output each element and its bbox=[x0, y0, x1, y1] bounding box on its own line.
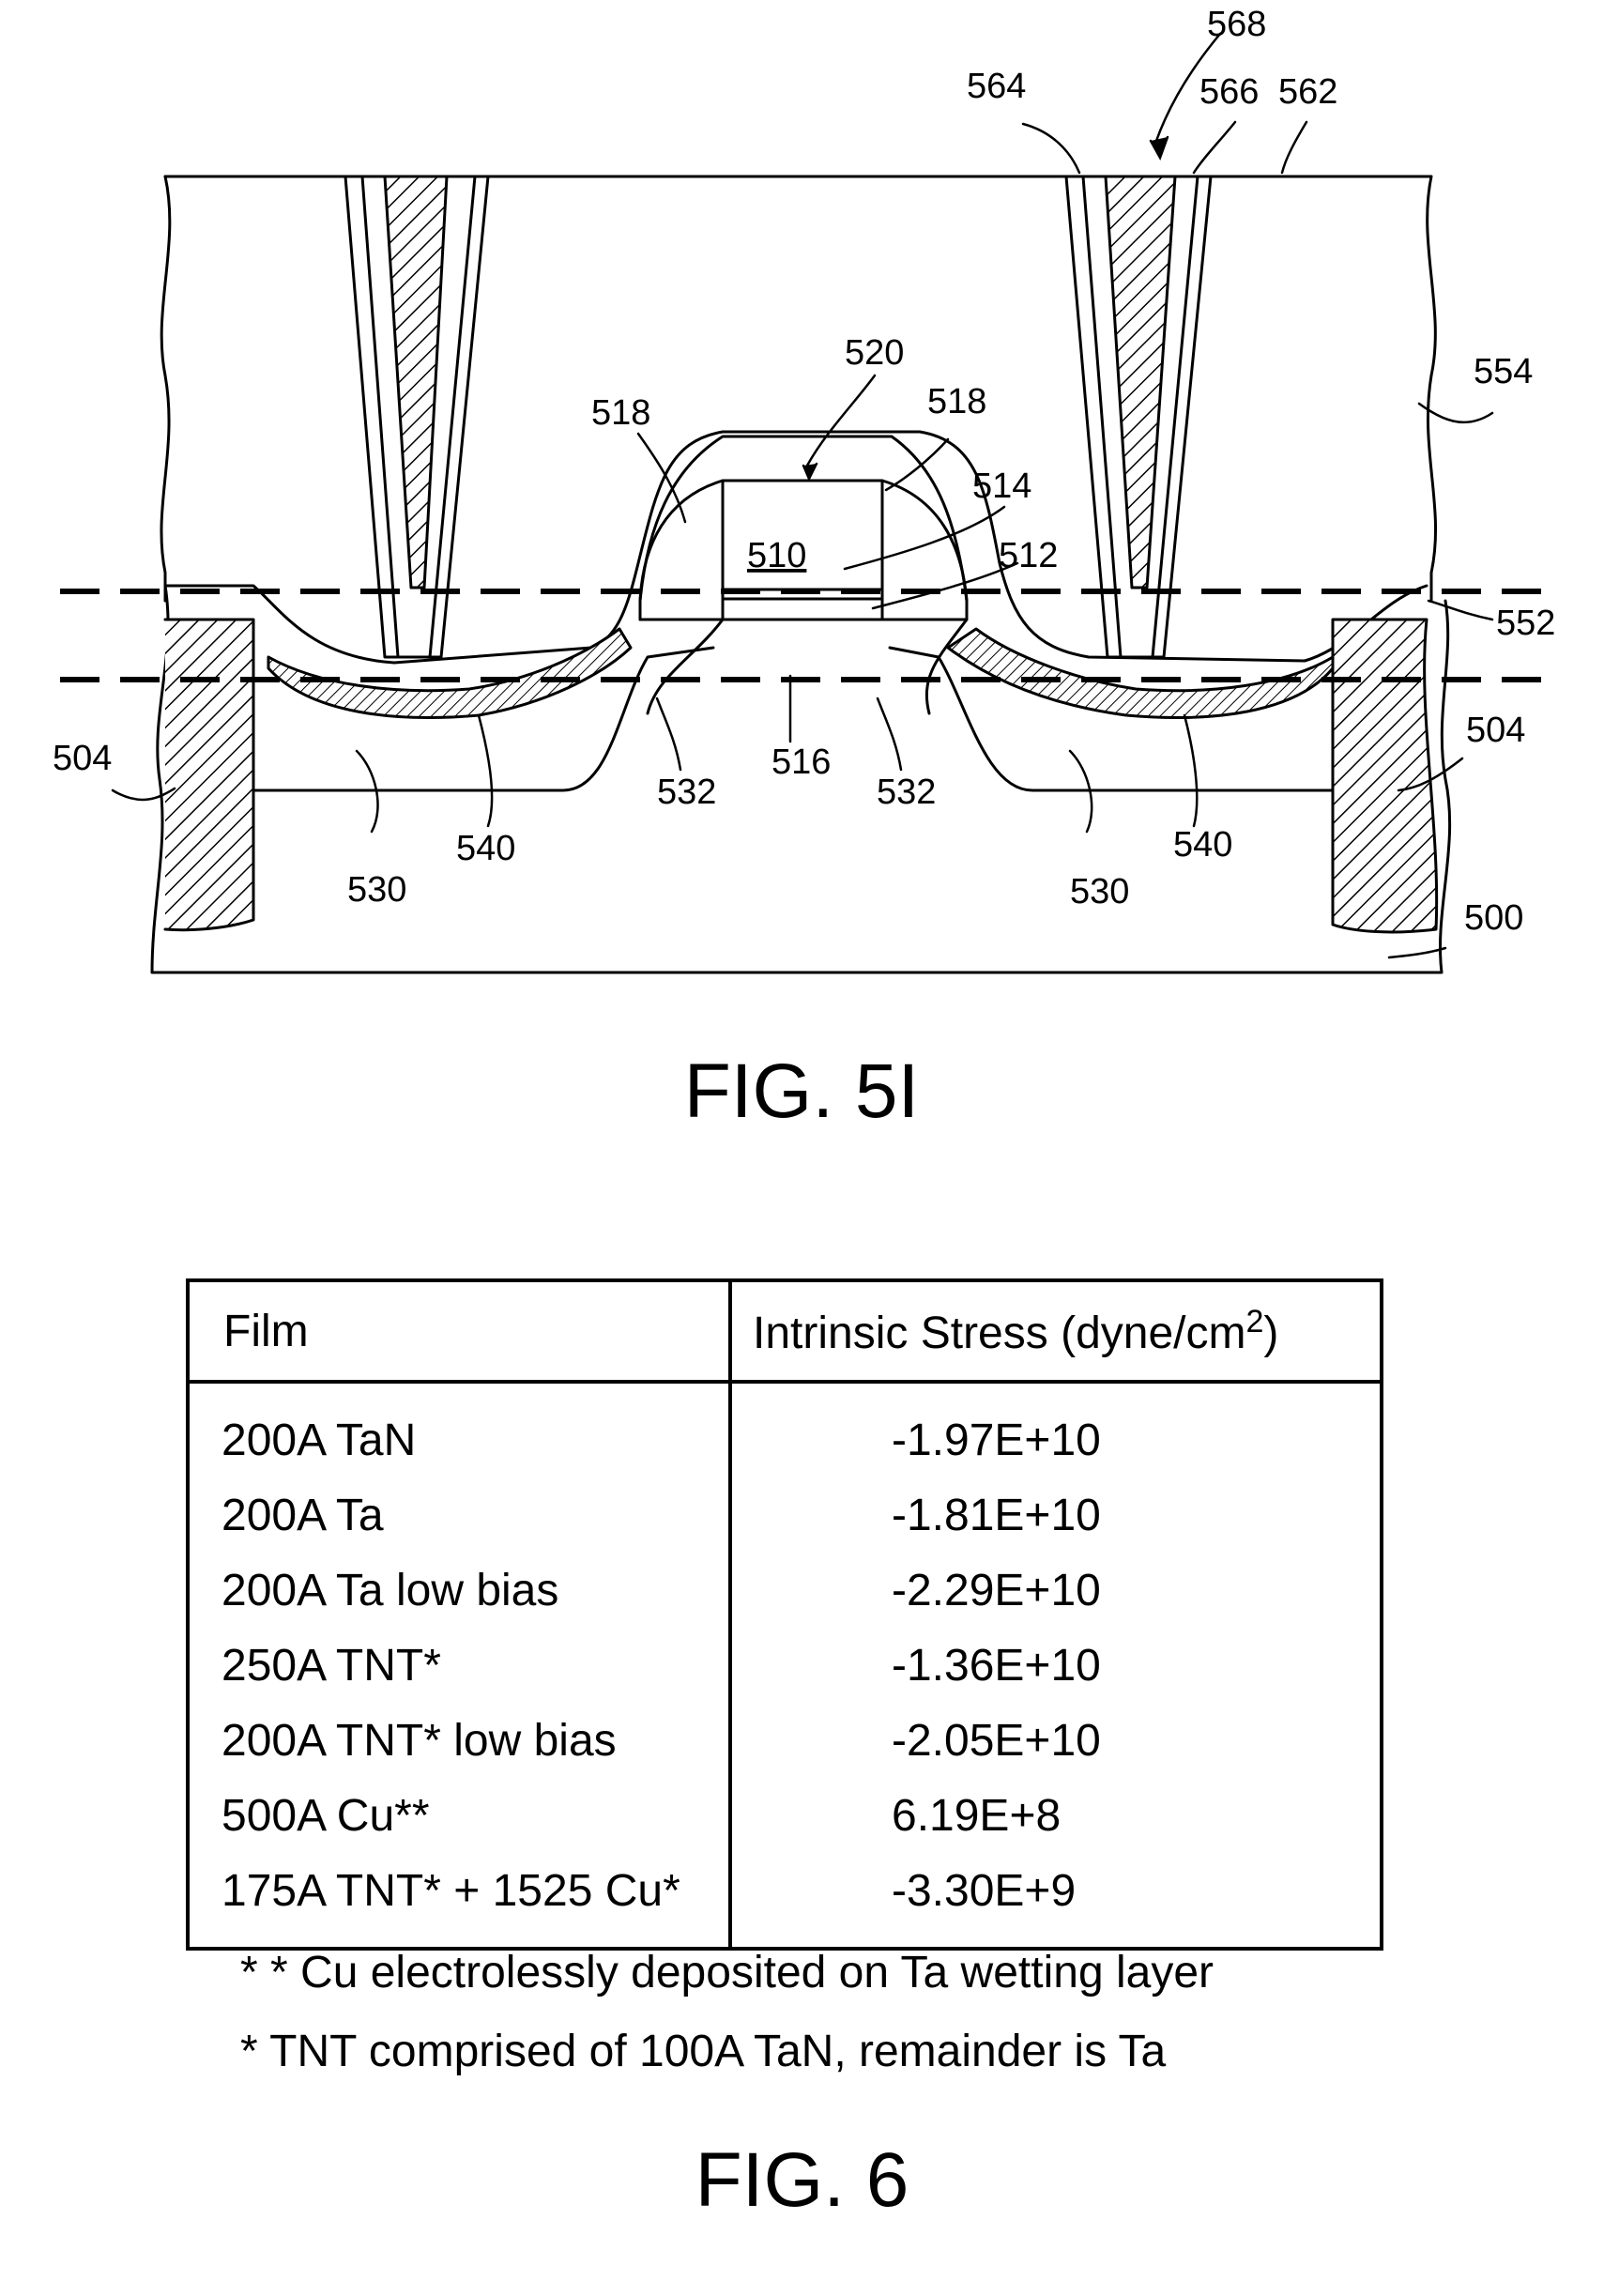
figure-6-caption: FIG. 6 bbox=[0, 2136, 1604, 2225]
table-row: 175A TNT* + 1525 Cu* -3.30E+9 bbox=[188, 1853, 1382, 1949]
figure-5i-caption: FIG. 5I bbox=[684, 1049, 920, 1134]
label-568: 568 bbox=[1207, 5, 1266, 44]
label-512: 512 bbox=[999, 536, 1058, 575]
label-504-right: 504 bbox=[1466, 711, 1525, 750]
figure-5i-cross-section: 568 564 566 562 554 520 518 518 514 510 … bbox=[0, 0, 1604, 1164]
table-row: 200A TNT* low bias -2.05E+10 bbox=[188, 1703, 1382, 1778]
sti-right bbox=[1333, 620, 1437, 932]
spacer-outer bbox=[640, 436, 967, 601]
header-stress-text: Intrinsic Stress (dyne/cm bbox=[753, 1309, 1245, 1358]
label-518-left: 518 bbox=[591, 393, 650, 433]
film-cell: 200A TNT* low bias bbox=[188, 1703, 730, 1778]
film-cell: 200A Ta low bias bbox=[188, 1553, 730, 1628]
header-intrinsic-stress: Intrinsic Stress (dyne/cm2) bbox=[730, 1280, 1382, 1382]
stress-cell: -3.30E+9 bbox=[730, 1853, 1382, 1949]
contact-right bbox=[1066, 176, 1211, 657]
table-row: 250A TNT* -1.36E+10 bbox=[188, 1628, 1382, 1703]
stress-cell: 6.19E+8 bbox=[730, 1778, 1382, 1853]
film-cell: 500A Cu** bbox=[188, 1778, 730, 1853]
table-header-row: Film Intrinsic Stress (dyne/cm2) bbox=[188, 1280, 1382, 1382]
label-530-right: 530 bbox=[1070, 872, 1129, 911]
silicide-right bbox=[948, 629, 1333, 717]
label-500: 500 bbox=[1464, 898, 1523, 938]
label-562: 562 bbox=[1278, 72, 1337, 112]
stress-cell: -1.81E+10 bbox=[730, 1477, 1382, 1553]
label-566: 566 bbox=[1199, 72, 1259, 112]
extension-right bbox=[882, 620, 967, 713]
silicide-left bbox=[268, 629, 631, 717]
stress-cell: -1.97E+10 bbox=[730, 1382, 1382, 1477]
label-504-left: 504 bbox=[53, 739, 112, 778]
sti-left bbox=[165, 620, 253, 930]
extension-left bbox=[640, 620, 723, 713]
film-cell: 175A TNT* + 1525 Cu* bbox=[188, 1853, 730, 1949]
label-540-left: 540 bbox=[456, 829, 515, 868]
label-552: 552 bbox=[1496, 604, 1555, 643]
table-row: 200A Ta -1.81E+10 bbox=[188, 1477, 1382, 1553]
header-stress-close: ) bbox=[1263, 1309, 1278, 1358]
footnote-tnt: * TNT comprised of 100A TaN, remainder i… bbox=[240, 2026, 1166, 2077]
label-510: 510 bbox=[747, 536, 806, 575]
spacer-left bbox=[640, 481, 723, 620]
header-film: Film bbox=[188, 1280, 730, 1382]
label-532-left: 532 bbox=[657, 773, 716, 812]
stress-cell: -2.05E+10 bbox=[730, 1703, 1382, 1778]
label-564: 564 bbox=[967, 67, 1026, 106]
header-stress-exponent: 2 bbox=[1245, 1304, 1263, 1339]
stress-cell: -1.36E+10 bbox=[730, 1628, 1382, 1703]
spacer-right bbox=[882, 481, 967, 620]
label-540-right: 540 bbox=[1173, 825, 1232, 865]
film-cell: 250A TNT* bbox=[188, 1628, 730, 1703]
table-row: 200A Ta low bias -2.29E+10 bbox=[188, 1553, 1382, 1628]
stress-cell: -2.29E+10 bbox=[730, 1553, 1382, 1628]
label-518-right: 518 bbox=[927, 382, 986, 421]
label-532-right: 532 bbox=[877, 773, 936, 812]
table-row: 200A TaN -1.97E+10 bbox=[188, 1382, 1382, 1477]
label-530-left: 530 bbox=[347, 870, 406, 910]
label-514: 514 bbox=[972, 467, 1031, 506]
label-520: 520 bbox=[845, 333, 904, 373]
label-516: 516 bbox=[771, 742, 831, 782]
film-cell: 200A TaN bbox=[188, 1382, 730, 1477]
label-554: 554 bbox=[1474, 352, 1533, 391]
intrinsic-stress-table: Film Intrinsic Stress (dyne/cm2) 200A Ta… bbox=[186, 1278, 1383, 1951]
contact-left bbox=[345, 176, 488, 657]
footnote-cu: * * Cu electrolessly deposited on Ta wet… bbox=[240, 1947, 1214, 1998]
film-cell: 200A Ta bbox=[188, 1477, 730, 1553]
table-row: 500A Cu** 6.19E+8 bbox=[188, 1778, 1382, 1853]
